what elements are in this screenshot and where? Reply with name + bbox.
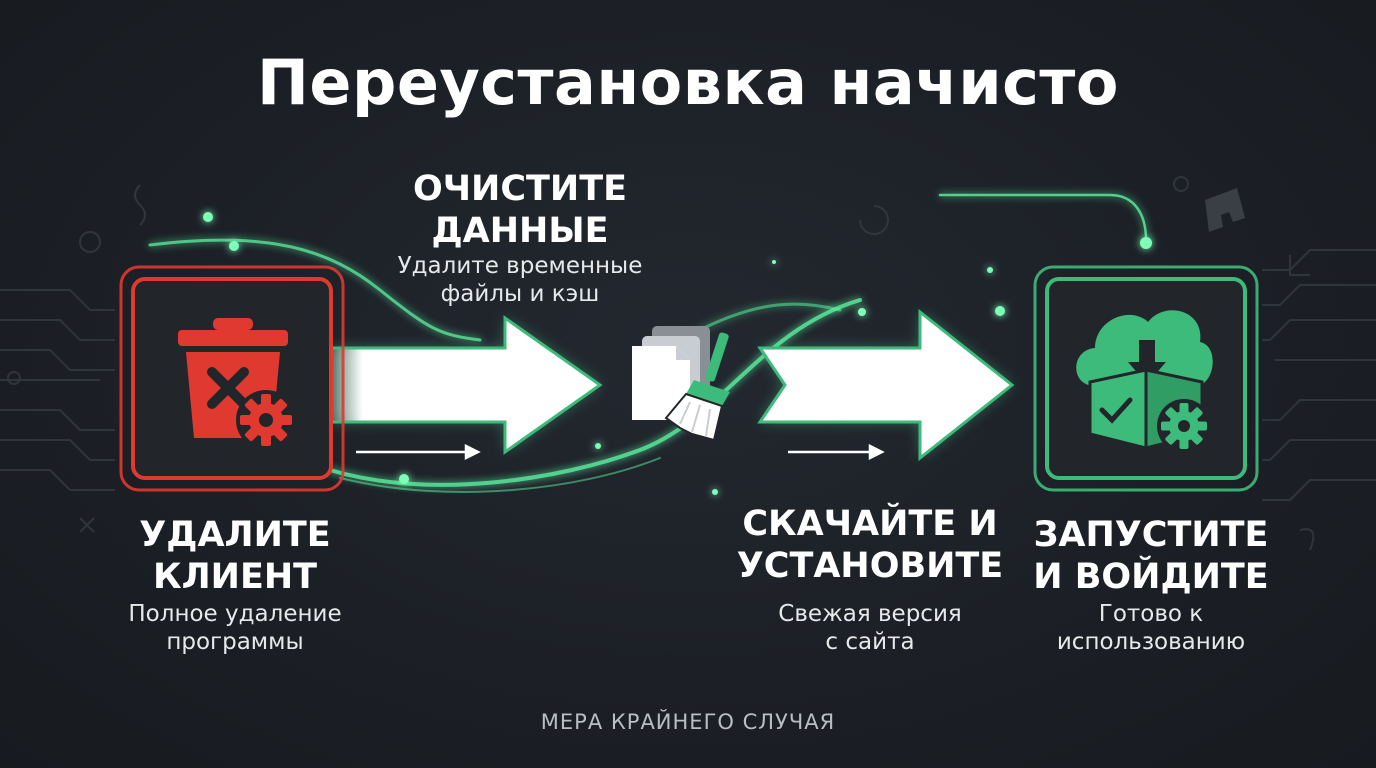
step-1-sub-line2: программы xyxy=(166,629,304,655)
step-4-title-line2: И ВОЙДИТЕ xyxy=(1033,557,1269,597)
arrow-2 xyxy=(757,308,1015,462)
step-3-title-line1: СКАЧАЙТЕ И xyxy=(742,504,998,544)
step-4-title-line1: ЗАПУСТИТЕ xyxy=(1033,515,1269,555)
glow-dots xyxy=(203,212,1152,495)
step-2-subtitle: Удалите временные файлы и кэш xyxy=(370,252,670,308)
small-arrows xyxy=(356,443,885,461)
step-4-subtitle: Готово к использованию xyxy=(1020,600,1282,656)
decor-square-icon xyxy=(1205,188,1245,232)
step-3-sub-line2: с сайта xyxy=(825,629,915,655)
glow-lines xyxy=(148,193,1148,493)
circuit-lines-left xyxy=(0,184,146,533)
page-title: Переустановка начисто xyxy=(257,46,1119,119)
step-2-title: ОЧИСТИТЕ ДАННЫЕ xyxy=(380,168,660,252)
circuit-lines-right xyxy=(859,176,1376,551)
step-3-sub-line1: Свежая версия xyxy=(778,601,962,627)
step-3-title-line2: УСТАНОВИТЕ xyxy=(736,546,1004,586)
cloud-box-gear-icon xyxy=(1076,310,1213,453)
step-2-title-line1: ОЧИСТИТЕ xyxy=(413,169,627,209)
step-1-title: УДАЛИТЕ КЛИЕНТ xyxy=(100,514,370,598)
step-3-subtitle: Свежая версия с сайта xyxy=(730,600,1010,656)
step-1-subtitle: Полное удаление программы xyxy=(90,600,380,656)
arrow-1 xyxy=(328,315,603,455)
step-4-sub-line1: Готово к xyxy=(1098,601,1204,627)
step-2-title-line2: ДАННЫЕ xyxy=(431,211,609,251)
step-3-title: СКАЧАЙТЕ И УСТАНОВИТЕ xyxy=(735,503,1005,587)
step-1-sub-line1: Полное удаление xyxy=(128,601,342,627)
trash-gear-icon xyxy=(178,318,296,450)
step-4-sub-line2: использованию xyxy=(1056,629,1246,655)
step-4-title: ЗАПУСТИТЕ И ВОЙДИТЕ xyxy=(1020,514,1282,598)
footer-caption: МЕРА КРАЙНЕГО СЛУЧАЯ xyxy=(540,710,836,734)
files-broom-icon xyxy=(632,326,730,442)
step-1-title-line2: КЛИЕНТ xyxy=(152,557,318,597)
step-1-title-line1: УДАЛИТЕ xyxy=(139,515,331,555)
step-2-sub-line2: файлы и кэш xyxy=(440,281,600,307)
step-2-sub-line1: Удалите временные xyxy=(397,253,643,279)
